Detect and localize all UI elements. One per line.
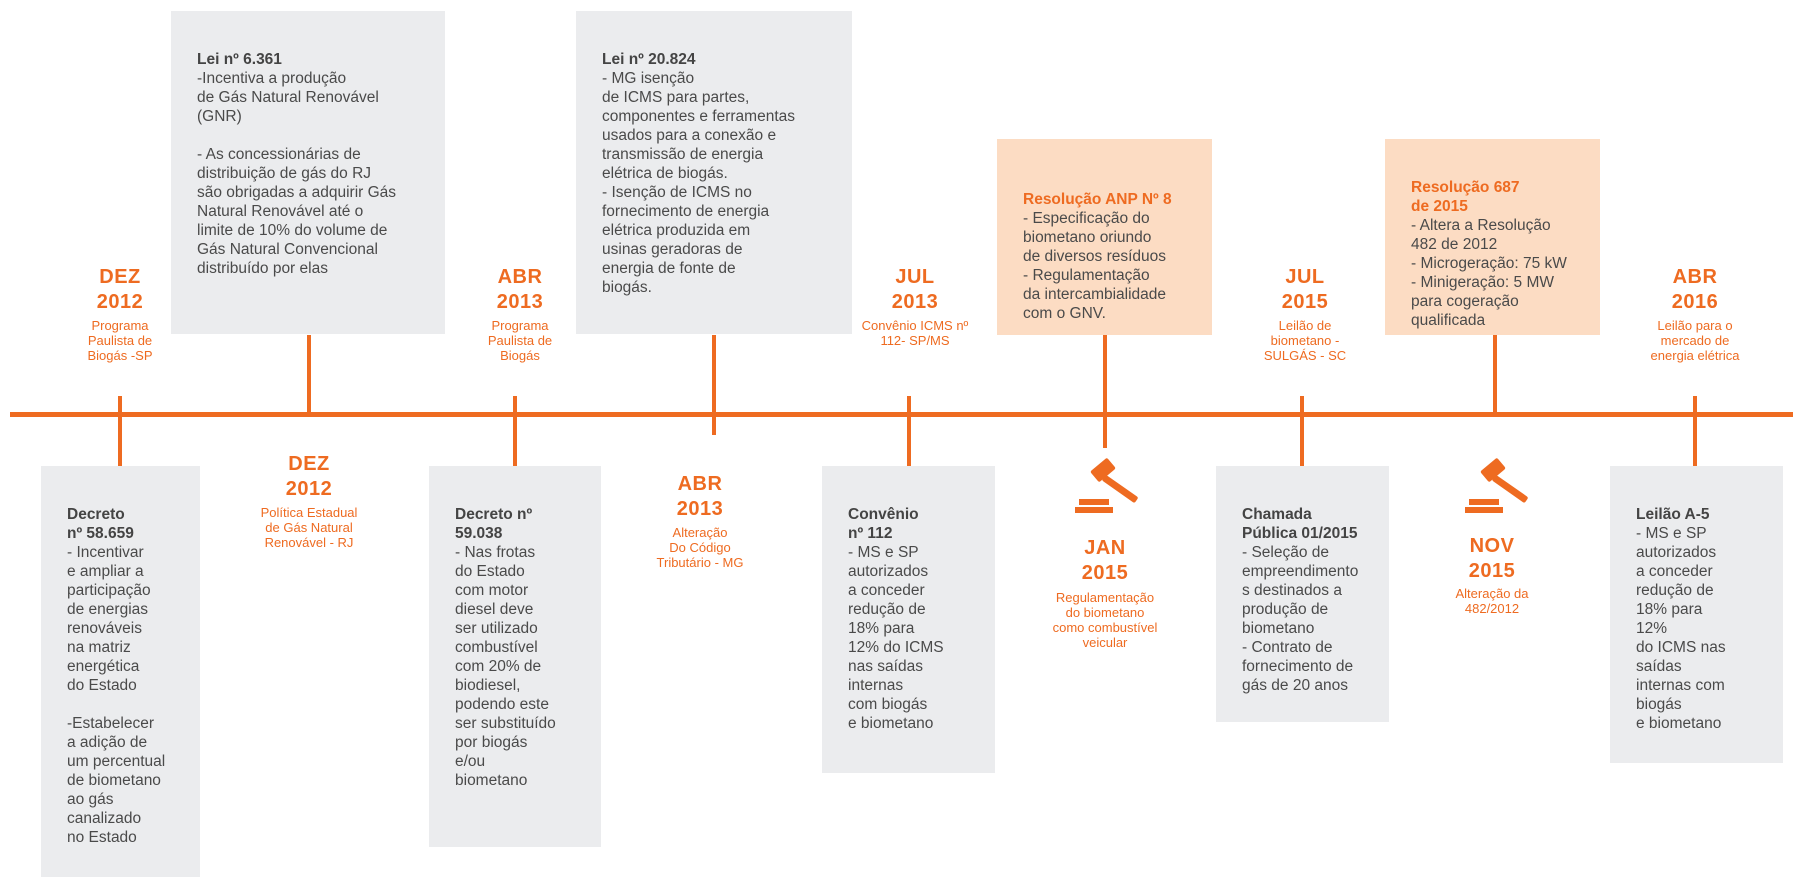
timeline-tick: [307, 335, 311, 415]
box-title: Lei nº 20.824: [602, 51, 696, 68]
box-title: Resolução ANP Nº 8: [1023, 191, 1172, 208]
event-desc: Política Estadual de Gás Natural Renováv…: [260, 505, 358, 550]
event-desc: Convênio ICMS nº 112- SP/MS: [861, 318, 969, 348]
convenio-box-112: Convênio nº 112- MS e SP autorizados a c…: [822, 466, 995, 773]
box-title: Chamada Pública 01/2015: [1242, 506, 1358, 542]
event-date: JUL 2013: [891, 266, 939, 313]
event-date: DEZ 2012: [96, 266, 144, 313]
timeline-tick: [1300, 396, 1304, 466]
timeline-axis: [10, 412, 1793, 417]
timeline-tick: [118, 396, 122, 466]
timeline-tick: [513, 396, 517, 466]
timeline-tick: [1493, 335, 1497, 415]
timeline-tick: [1693, 396, 1697, 466]
event-desc: Programa Paulista de Biogás: [487, 318, 553, 363]
gavel-icon: [1465, 458, 1528, 513]
box-title: Resolução 687 de 2015: [1411, 179, 1520, 215]
event-date: DEZ 2012: [285, 453, 333, 500]
box-body: -Incentiva a produção de Gás Natural Ren…: [197, 70, 397, 277]
box-body: - MS e SP autorizados a conceder redução…: [1636, 525, 1726, 732]
event-date: NOV 2015: [1468, 535, 1516, 582]
resolution-box-687: Resolução 687 de 2015- Altera a Resoluçã…: [1385, 139, 1600, 335]
box-body: - MG isenção de ICMS para partes, compon…: [602, 70, 795, 296]
event-desc: Regulamentação do biometano como combust…: [1052, 590, 1158, 650]
resolution-box-anp-8: Resolução ANP Nº 8 - Especificação do bio…: [997, 139, 1212, 335]
event-desc: Programa Paulista de Biogás -SP: [87, 318, 153, 363]
box-body: - Especificação do biometano oriundo de …: [1023, 210, 1167, 322]
event-desc: Leilão para o mercado de energia elétric…: [1650, 318, 1740, 363]
box-title: Convênio nº 112: [848, 506, 919, 542]
law-box-6361: Lei nº 6.361 -Incentiva a produção de Gás…: [171, 11, 445, 334]
timeline-tick: [907, 396, 911, 466]
gavel-icon: [1075, 458, 1138, 513]
timeline-tick: [712, 335, 716, 435]
box-title: Decreto nº 58.659: [67, 506, 134, 542]
box-title: Leilão A-5: [1636, 506, 1710, 523]
law-box-20824: Lei nº 20.824 - MG isenção de ICMS para p…: [576, 11, 852, 334]
chamada-box-01-2015: Chamada Pública 01/2015- Seleção de empr…: [1216, 466, 1389, 722]
event-desc: Alteração da 482/2012: [1455, 586, 1529, 616]
box-body: - Incentivar e ampliar a participação de…: [67, 544, 166, 846]
event-date: ABR 2013: [676, 473, 724, 520]
event-date: JUL 2015: [1281, 266, 1329, 313]
box-title: Lei nº 6.361: [197, 51, 282, 68]
box-body: - MS e SP autorizados a conceder redução…: [848, 544, 944, 732]
leilao-box-a5: Leilão A-5 - MS e SP autorizados a conced…: [1610, 466, 1783, 763]
decree-box-58659: Decreto nº 58.659- Incentivar e ampliar …: [41, 466, 200, 877]
decree-box-59038: Decreto nº 59.038- Nas frotas do Estado …: [429, 466, 601, 847]
event-date: ABR 2013: [496, 266, 544, 313]
box-body: - Altera a Resolução 482 de 2012 - Micro…: [1411, 217, 1567, 329]
event-date: JAN 2015: [1081, 537, 1129, 584]
event-date: ABR 2016: [1671, 266, 1719, 313]
box-title: Decreto nº 59.038: [455, 506, 533, 542]
event-desc: Leilão de biometano - SULGÁS - SC: [1263, 318, 1347, 363]
event-desc: Alteração Do Código Tributário - MG: [656, 525, 744, 570]
box-body: - Seleção de empreendimento s destinados…: [1242, 544, 1359, 694]
box-body: - Nas frotas do Estado com motor diesel …: [455, 544, 556, 789]
timeline-tick: [1103, 335, 1107, 448]
